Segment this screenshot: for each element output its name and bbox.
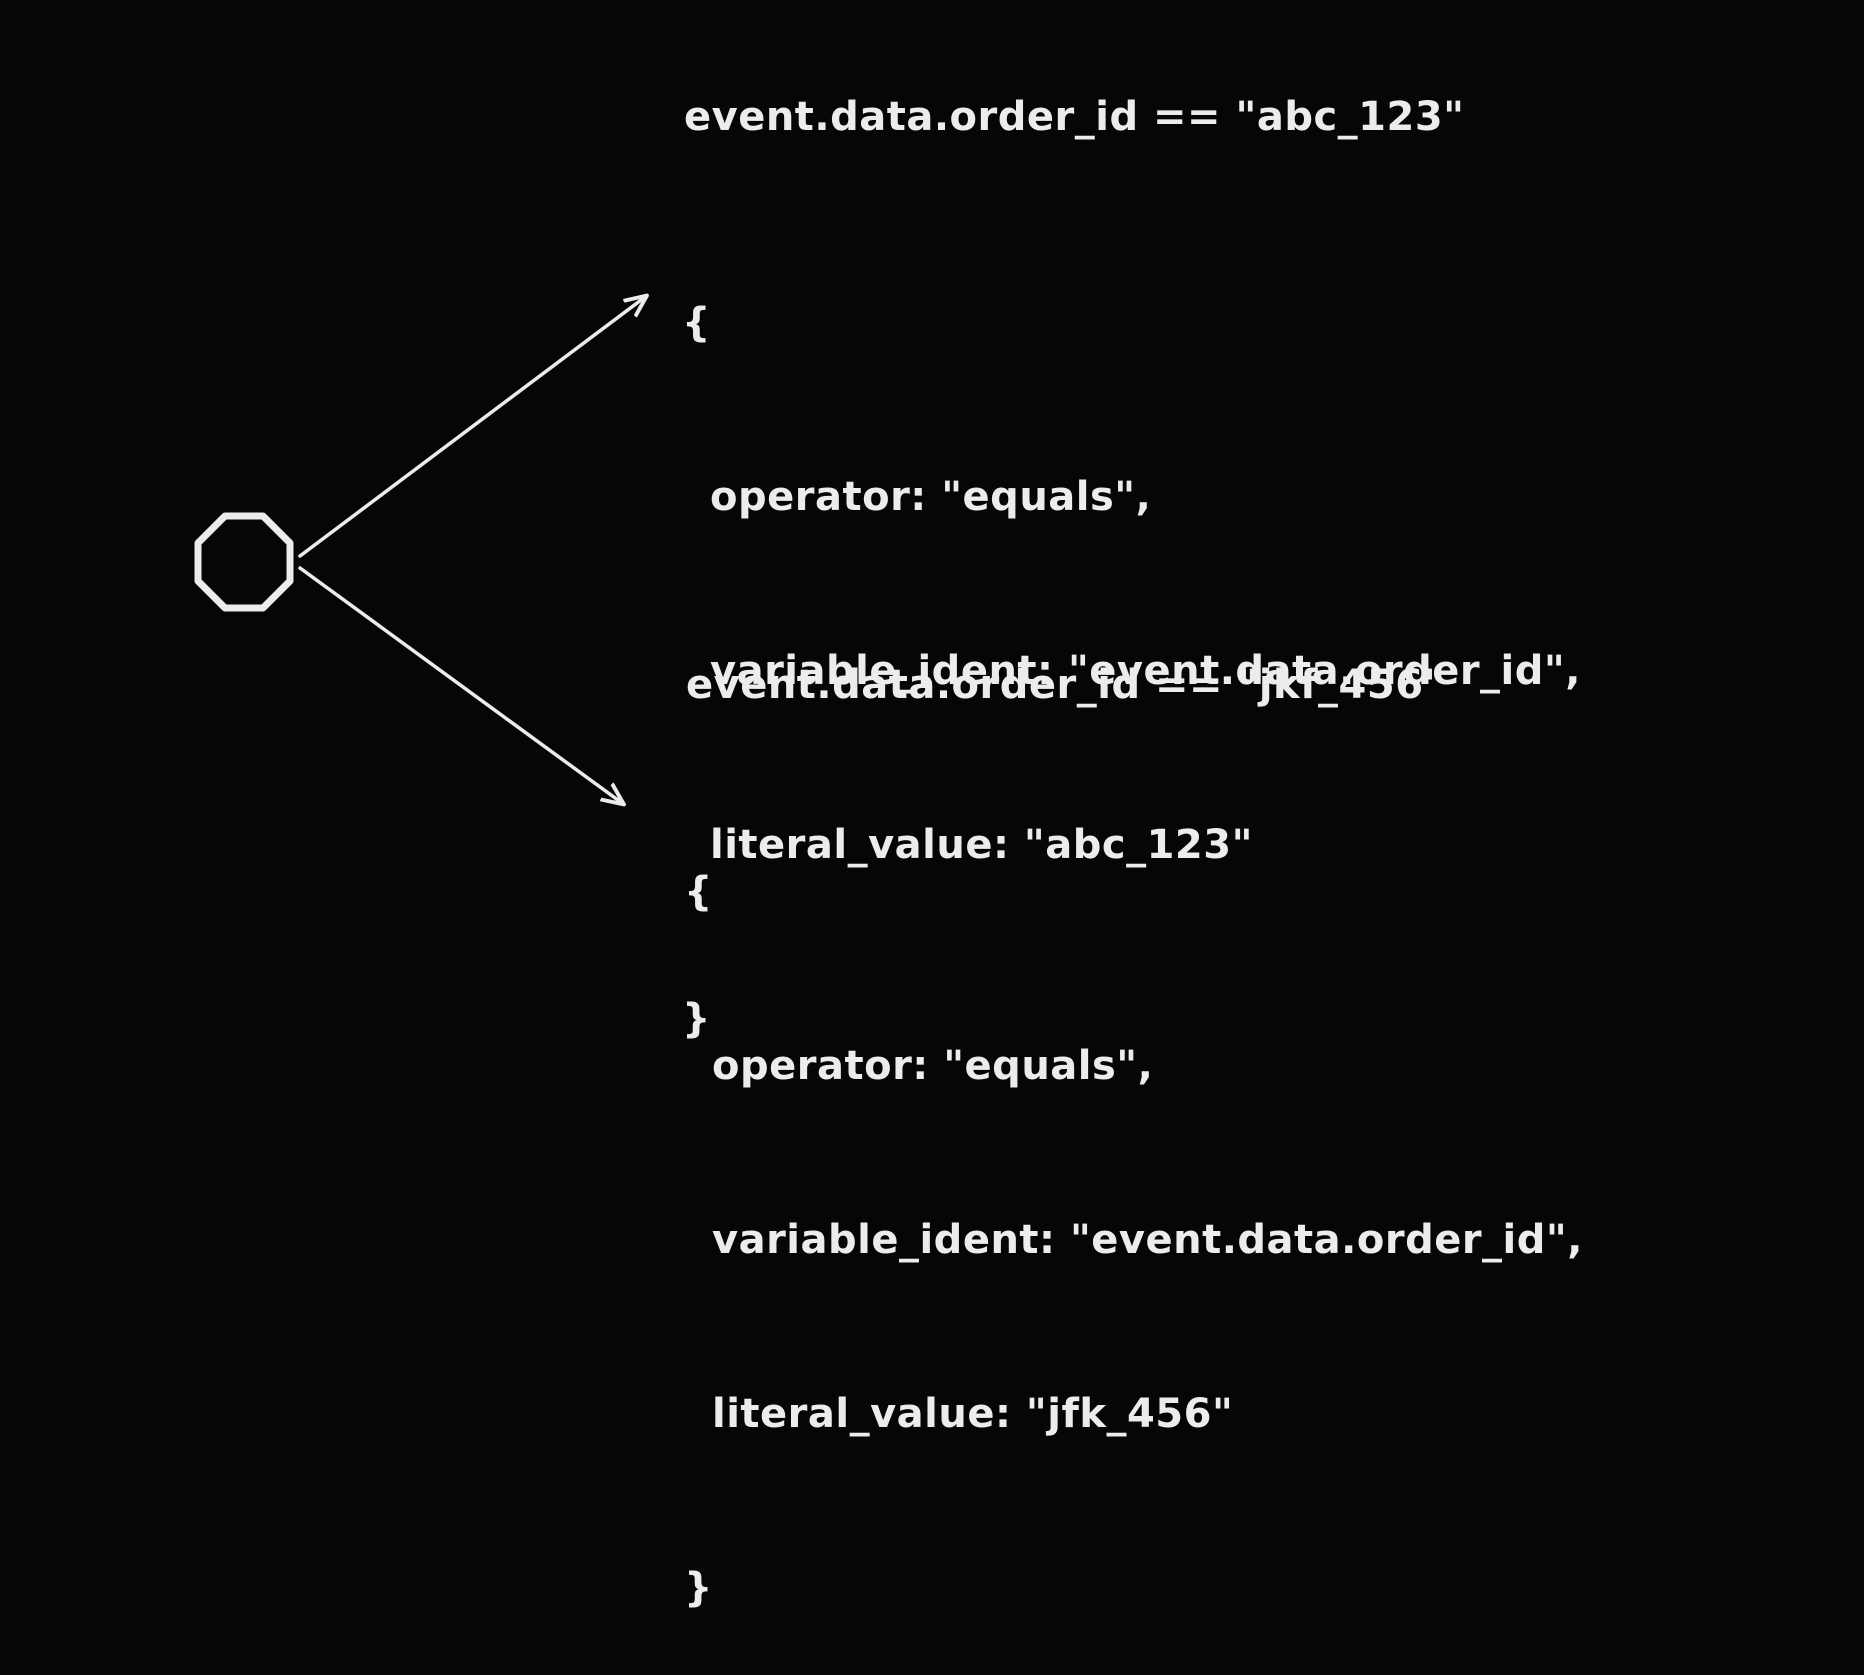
branch-1-operator-line: operator: "equals",	[710, 474, 1152, 520]
branch-1-literal-line: literal_value: "abc_123"	[710, 822, 1253, 868]
branch-1-close-brace: }	[682, 996, 711, 1042]
branch-1-condition: event.data.order_id == "abc_123"	[684, 94, 1465, 140]
diagram-canvas	[194, 0, 1864, 1254]
arrow-to-branch-1	[298, 297, 645, 558]
branch-1-open-brace: {	[682, 300, 711, 346]
branch-1-object: { operator: "equals", variable_ident: "e…	[682, 178, 1581, 1106]
branch-2-literal-line: literal_value: "jfk_456"	[712, 1391, 1234, 1437]
branch-1-variable-line: variable_ident: "event.data.order_id",	[710, 648, 1581, 694]
branch-2-variable-line: variable_ident: "event.data.order_id",	[712, 1217, 1583, 1263]
arrow-to-branch-2	[298, 566, 622, 803]
branch-2-condition: event.data.order_id == "jkf_456"	[686, 662, 1445, 708]
branch-2-operator-line: operator: "equals",	[712, 1043, 1154, 1089]
branch-2-open-brace: {	[684, 869, 713, 915]
octagon-icon	[194, 512, 294, 612]
branch-2-close-brace: }	[684, 1565, 713, 1611]
branch-2-object: { operator: "equals", variable_ident: "e…	[684, 747, 1583, 1675]
